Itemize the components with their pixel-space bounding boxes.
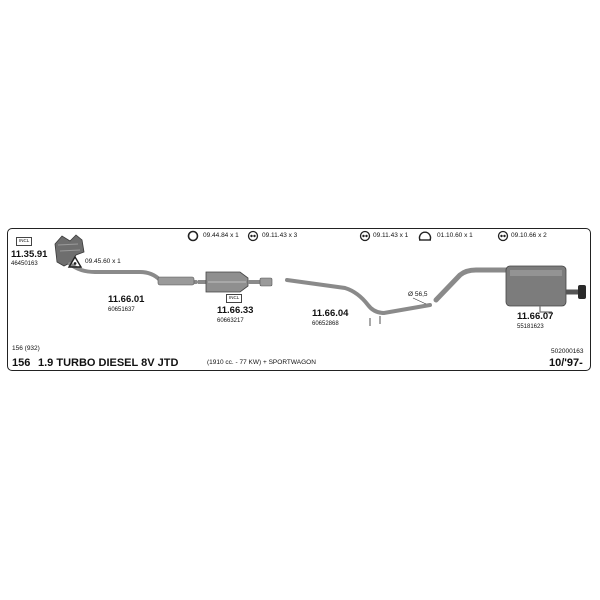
accessory-label: 09.10.66 x 2 [511, 232, 547, 239]
oem-number-label: 60652868 [312, 321, 339, 327]
accessory-label: 09.45.60 x 1 [85, 258, 121, 265]
part-number-label: 11.66.01 [108, 294, 145, 305]
catalyst-part-11-66-33 [198, 271, 273, 293]
incl-badge: INCL [226, 294, 243, 303]
part-number-label: 11.66.33 [217, 305, 254, 316]
ring-gasket-icon [187, 230, 199, 242]
vehicle-engine: 1.9 TURBO DIESEL 8V JTD [38, 357, 179, 369]
diameter-arrow [412, 297, 427, 305]
model-code: 156 (932) [12, 345, 40, 352]
pipe-part-11-66-04 [285, 278, 432, 316]
downpipe-part-11-35-91 [54, 234, 85, 267]
reference-code: 502000163 [551, 348, 584, 355]
diameter-label: Ø 56,5 [408, 291, 428, 298]
vehicle-model: 156 [12, 357, 31, 369]
rubber-mount-icon [247, 230, 259, 242]
oem-number-label: 60663217 [217, 318, 244, 324]
tail-pipe [433, 267, 511, 303]
oem-number-label: 46450163 [11, 261, 38, 267]
accessory-label: 01.10.60 x 1 [437, 232, 473, 239]
rubber-mount-icon [359, 230, 371, 242]
part-number-label: 11.35.91 [11, 249, 48, 260]
rear-silencer-part-11-66-07 [505, 265, 586, 313]
accessory-label: 09.44.84 x 1 [203, 232, 239, 239]
oem-number-label: 60651637 [108, 307, 135, 313]
diagram-frame [7, 228, 591, 371]
triangle-gasket-icon [67, 255, 83, 268]
accessory-label: 09.11.43 x 3 [262, 232, 298, 239]
rubber-mount-icon [497, 230, 509, 242]
oem-number-label: 55181623 [517, 324, 544, 330]
flex-section [157, 276, 195, 286]
incl-badge: INCL [16, 237, 33, 246]
part-number-label: 11.66.07 [517, 311, 554, 322]
clamp-icon [418, 231, 432, 241]
pipe-bracket [369, 316, 381, 326]
accessory-label: 09.11.43 x 1 [373, 232, 409, 239]
vehicle-date: 10/'97- [549, 357, 583, 369]
part-number-label: 11.66.04 [312, 308, 349, 319]
vehicle-details: (1910 cc. - 77 KW) + SPORTWAGON [207, 359, 316, 366]
